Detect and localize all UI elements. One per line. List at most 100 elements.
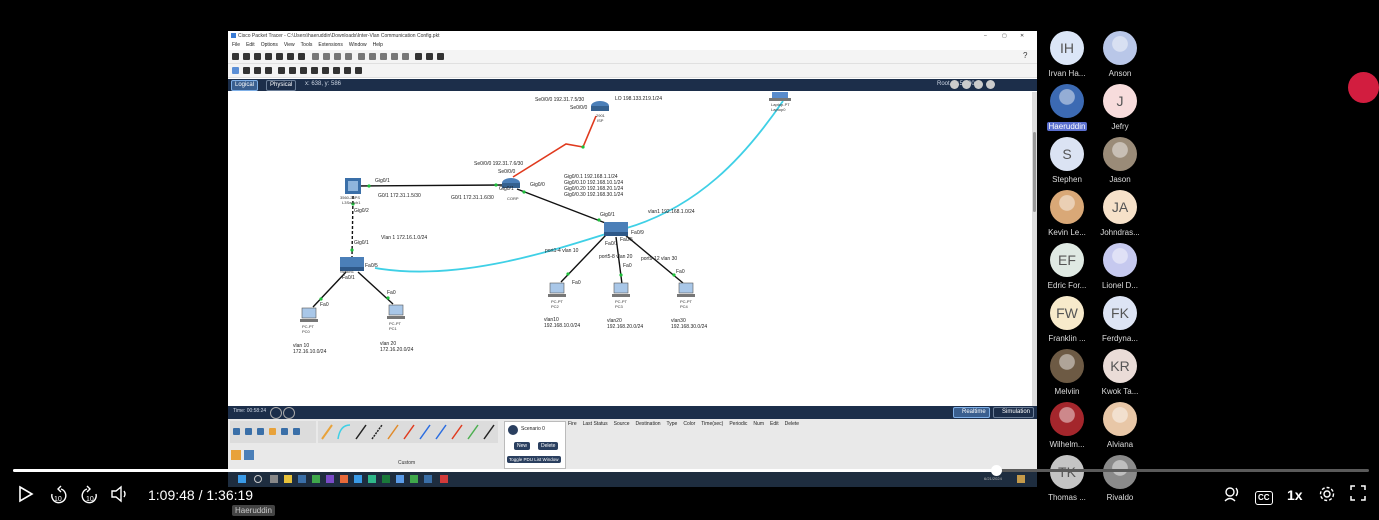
- zoom-in-icon[interactable]: [358, 53, 365, 60]
- scenario-select[interactable]: Scenario 0: [521, 426, 545, 432]
- connections-icon[interactable]: [269, 428, 276, 435]
- play-icon[interactable]: [18, 485, 34, 508]
- app-icon-10[interactable]: [424, 475, 432, 483]
- cable-icons[interactable]: [318, 421, 498, 443]
- power-cycle-icon[interactable]: [270, 407, 282, 419]
- participant-tile[interactable]: Rivaldo: [1088, 455, 1152, 502]
- print-icon[interactable]: [265, 53, 272, 60]
- pc4-icon[interactable]: [677, 282, 695, 297]
- app-icon-9[interactable]: [410, 475, 418, 483]
- search-icon[interactable]: [254, 475, 262, 483]
- add-pdu-icon[interactable]: [344, 67, 351, 74]
- realtime-button[interactable]: Realtime: [953, 407, 990, 418]
- canvas-scrollbar[interactable]: [1032, 92, 1037, 406]
- switch1-icon[interactable]: [340, 257, 364, 271]
- toggle-pdu-button[interactable]: Toggle PDU List Window: [507, 456, 561, 463]
- maximize-icon[interactable]: ▢: [1002, 33, 1007, 39]
- resize-icon[interactable]: [333, 67, 340, 74]
- place-note-icon[interactable]: [265, 67, 272, 74]
- progress-bar[interactable]: [13, 465, 1369, 476]
- network-info-icon[interactable]: [287, 53, 294, 60]
- skip-back-icon[interactable]: 10: [47, 485, 69, 510]
- app-icon-2[interactable]: [312, 475, 320, 483]
- zoom-out-icon[interactable]: [380, 53, 387, 60]
- participant-tile[interactable]: Kevin Le...: [1035, 190, 1099, 237]
- select-icon[interactable]: [232, 67, 239, 74]
- participant-tile[interactable]: Haeruddin: [1035, 84, 1099, 136]
- draw-line-icon[interactable]: [278, 67, 285, 74]
- app-icon-7[interactable]: [382, 475, 390, 483]
- viewport-zoom-icon[interactable]: [986, 80, 995, 89]
- menu-extensions[interactable]: Extensions: [318, 42, 343, 48]
- redo-icon[interactable]: [345, 53, 352, 60]
- move-layout-icon[interactable]: [254, 67, 261, 74]
- participant-tile[interactable]: Alviana: [1088, 402, 1152, 449]
- menu-tools[interactable]: Tools: [300, 42, 313, 48]
- draw-ellipse-icon[interactable]: [300, 67, 307, 74]
- close-icon[interactable]: ✕: [1020, 33, 1025, 39]
- delete-scenario-button[interactable]: Delete: [538, 442, 559, 450]
- explorer-icon[interactable]: [284, 475, 292, 483]
- topology-canvas[interactable]: Se0/0/0 192.31.7.5/30 Se0/0/0 LO 198.133…: [228, 92, 1032, 406]
- skip-forward-icon[interactable]: 10: [79, 485, 101, 510]
- hubs-icon[interactable]: [281, 428, 288, 435]
- paste-icon[interactable]: [323, 53, 330, 60]
- help-icon[interactable]: ?: [1023, 51, 1028, 60]
- progress-thumb[interactable]: [991, 465, 1002, 476]
- freeform-icon[interactable]: [311, 67, 318, 74]
- add-complex-pdu-icon[interactable]: [355, 67, 362, 74]
- menu-view[interactable]: View: [283, 42, 295, 48]
- undo-icon[interactable]: [334, 53, 341, 60]
- copy-icon[interactable]: [312, 53, 319, 60]
- app-icon-8[interactable]: [396, 475, 404, 483]
- viewport-icon[interactable]: [415, 53, 422, 60]
- participant-tile[interactable]: Jason: [1088, 137, 1152, 184]
- pc0-icon[interactable]: [300, 307, 318, 322]
- participant-tile[interactable]: Wilhelm...: [1035, 402, 1099, 449]
- app-icon-4[interactable]: [340, 475, 348, 483]
- fullscreen-icon[interactable]: [1350, 485, 1366, 506]
- zoom-reset-icon[interactable]: [369, 53, 376, 60]
- grid-icon[interactable]: [244, 450, 254, 460]
- app-icon-3[interactable]: [326, 475, 334, 483]
- python-icon[interactable]: [437, 53, 444, 60]
- app-icon-1[interactable]: [298, 475, 306, 483]
- volume-icon[interactable]: [110, 485, 130, 508]
- wireless-icon[interactable]: [293, 428, 300, 435]
- participant-tile[interactable]: Anson: [1088, 31, 1152, 78]
- custom-device-icon[interactable]: [402, 53, 409, 60]
- laptop-icon[interactable]: [769, 92, 791, 101]
- notification-icon[interactable]: [1017, 475, 1025, 483]
- routers-icon[interactable]: [233, 428, 240, 435]
- task-view-icon[interactable]: [270, 475, 278, 483]
- l3-switch-icon[interactable]: [345, 178, 361, 194]
- lightning-icon[interactable]: [231, 450, 241, 460]
- draw-rectangle-icon[interactable]: [289, 67, 296, 74]
- new-scenario-button[interactable]: New: [514, 442, 531, 450]
- minimize-icon[interactable]: –: [984, 33, 987, 39]
- simulation-button[interactable]: Simulation: [993, 407, 1035, 418]
- menu-options[interactable]: Options: [260, 42, 278, 48]
- inspect-icon[interactable]: [243, 67, 250, 74]
- end-devices-icon[interactable]: [257, 428, 264, 435]
- fast-forward-icon[interactable]: [283, 407, 295, 419]
- app-icon-11[interactable]: [440, 475, 448, 483]
- settings-gear-icon[interactable]: [1318, 485, 1336, 508]
- pc3-icon[interactable]: [612, 282, 630, 297]
- tab-logical[interactable]: Logical: [231, 80, 259, 91]
- switch2-icon[interactable]: [604, 222, 628, 236]
- menu-window[interactable]: Window: [348, 42, 367, 48]
- captions-icon[interactable]: CC: [1255, 485, 1273, 505]
- palette-icon[interactable]: [391, 53, 398, 60]
- open-icon[interactable]: [243, 53, 250, 60]
- audio-description-icon[interactable]: [1222, 485, 1242, 508]
- save-icon[interactable]: [254, 53, 261, 60]
